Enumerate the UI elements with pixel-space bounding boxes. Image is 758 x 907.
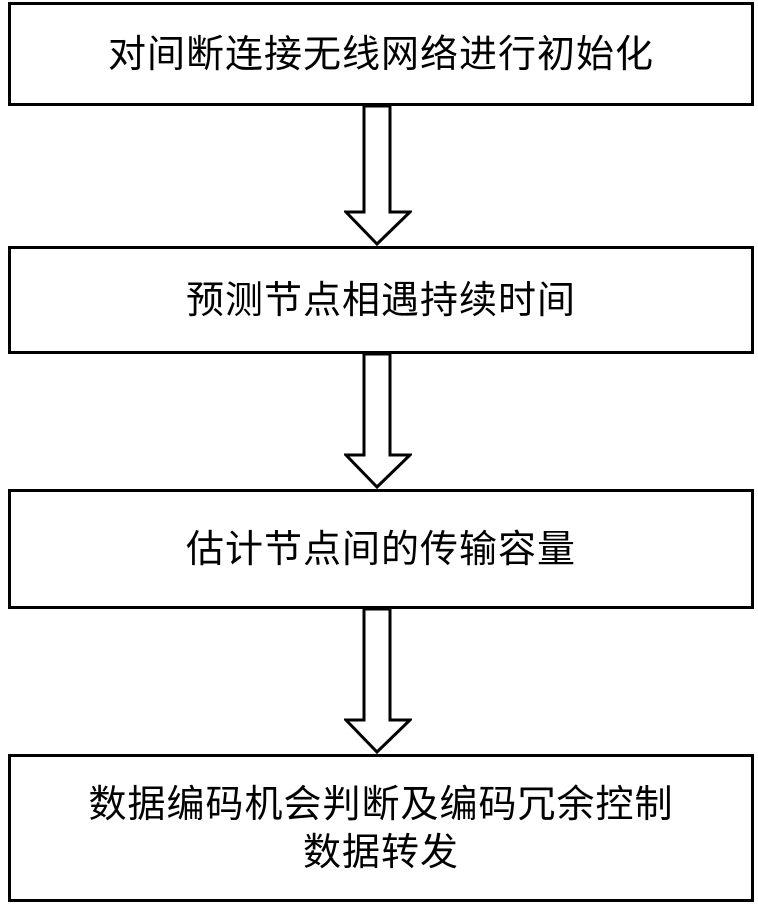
down-arrow-icon — [344, 106, 412, 246]
flow-step-initialize-network: 对间断连接无线网络进行初始化 — [8, 2, 754, 106]
flow-step-predict-encounter-duration: 预测节点相遇持续时间 — [8, 246, 754, 354]
down-arrow-icon — [344, 354, 412, 489]
flow-step-estimate-transmission-capacity: 估计节点间的传输容量 — [8, 489, 754, 609]
flow-step-label: 对间断连接无线网络进行初始化 — [108, 30, 654, 78]
flow-step-encoding-decision-and-forwarding: 数据编码机会判断及编码冗余控制 数据转发 — [8, 754, 754, 902]
flow-step-label: 预测节点相遇持续时间 — [186, 276, 576, 324]
flow-step-label: 数据编码机会判断及编码冗余控制 数据转发 — [88, 780, 673, 876]
down-arrow-icon — [344, 609, 412, 754]
flow-step-label: 估计节点间的传输容量 — [186, 525, 576, 573]
